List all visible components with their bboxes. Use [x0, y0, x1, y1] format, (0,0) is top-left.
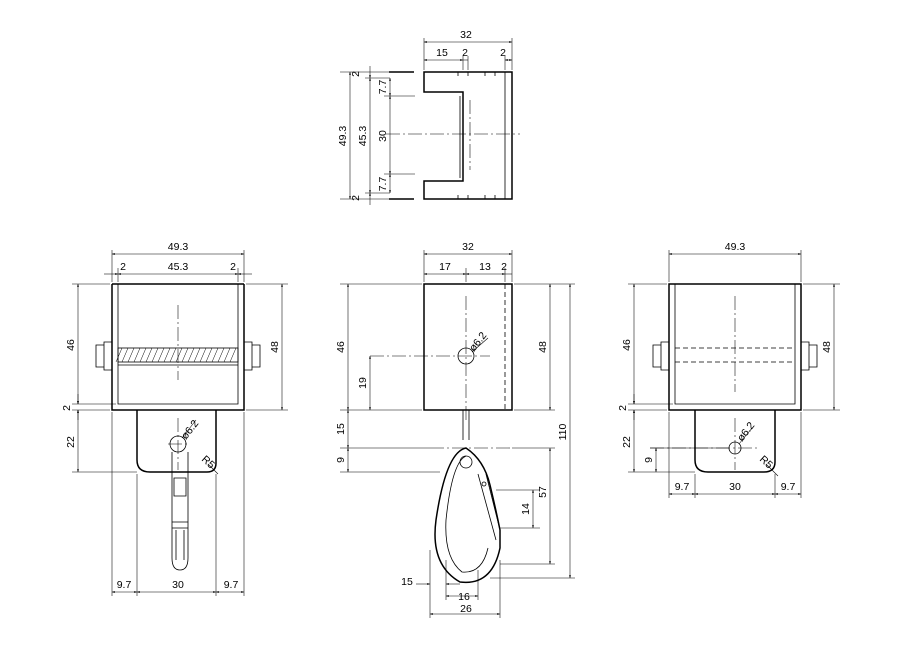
top-dim-2-mid: 2 — [462, 47, 468, 59]
mid-dim-17: 17 — [439, 261, 451, 273]
left-hole-label: ø6.2 — [179, 418, 201, 442]
mid-dim-19: 19 — [357, 377, 369, 389]
top-view: 49.3 45.3 30 7.7 7.7 2 2 32 15 2 2 — [337, 29, 520, 205]
mid-dim-9: 9 — [335, 457, 347, 463]
top-dim-30: 30 — [377, 130, 389, 142]
mid-dim-15-hook: 15 — [401, 576, 413, 588]
mid-dim-32: 32 — [462, 241, 474, 253]
left-dim-9-7-a: 9.7 — [117, 579, 132, 591]
left-dim-2-base: 2 — [61, 405, 73, 411]
top-dim-15: 15 — [436, 47, 448, 59]
top-dim-32: 32 — [460, 29, 472, 41]
mid-dim-14: 14 — [520, 503, 532, 515]
top-dim-45-3: 45.3 — [357, 126, 369, 147]
top-dim-7-7-top: 7.7 — [377, 80, 389, 95]
mid-hole-label: ø6.2 — [467, 330, 489, 354]
top-dim-2-bottom: 2 — [350, 195, 362, 201]
middle-view: ø6.2 32 17 13 2 46 19 15 9 48 — [335, 241, 575, 618]
right-dim-9-7-b: 9.7 — [781, 481, 796, 493]
left-dim-48: 48 — [269, 341, 281, 353]
left-view: 49.3 2 45.3 2 46 48 2 22 ø6.2 R5 9.7 30 … — [61, 241, 288, 596]
threaded-rod-hatch — [115, 347, 237, 363]
right-dim-22: 22 — [621, 436, 633, 448]
right-dim-46: 46 — [621, 339, 633, 351]
right-dim-2-base: 2 — [617, 405, 629, 411]
right-dim-49-3: 49.3 — [725, 241, 746, 253]
left-dim-45-3: 45.3 — [168, 261, 189, 273]
left-dim-9-7-b: 9.7 — [224, 579, 239, 591]
mid-dim-46: 46 — [335, 341, 347, 353]
top-dim-49-3: 49.3 — [337, 126, 349, 147]
right-dim-48: 48 — [821, 341, 833, 353]
left-dim-46: 46 — [65, 339, 77, 351]
top-dim-2-right: 2 — [500, 47, 506, 59]
mid-dim-26: 26 — [460, 603, 472, 615]
left-dim-49-3: 49.3 — [168, 241, 189, 253]
right-hole-label: ø6.2 — [735, 420, 757, 444]
mid-dim-13: 13 — [479, 261, 491, 273]
left-dim-22: 22 — [65, 436, 77, 448]
right-view: ø6.2 R5 49.3 46 48 2 22 9 9.7 30 9.7 — [617, 241, 840, 498]
right-dim-9-7-a: 9.7 — [675, 481, 690, 493]
mid-dim-16: 16 — [458, 591, 470, 603]
top-dim-7-7-bottom: 7.7 — [377, 177, 389, 192]
top-dim-2-top: 2 — [350, 71, 362, 77]
mid-dim-110: 110 — [557, 423, 569, 440]
mid-dim-2: 2 — [501, 261, 507, 273]
mid-dim-48: 48 — [537, 341, 549, 353]
left-dim-30: 30 — [172, 579, 184, 591]
mid-dim-15: 15 — [335, 423, 347, 435]
right-dim-30: 30 — [729, 481, 741, 493]
left-dim-2-b: 2 — [230, 261, 236, 273]
mid-dim-57: 57 — [537, 486, 549, 498]
left-dim-2-a: 2 — [120, 261, 126, 273]
right-dim-9: 9 — [643, 457, 655, 463]
